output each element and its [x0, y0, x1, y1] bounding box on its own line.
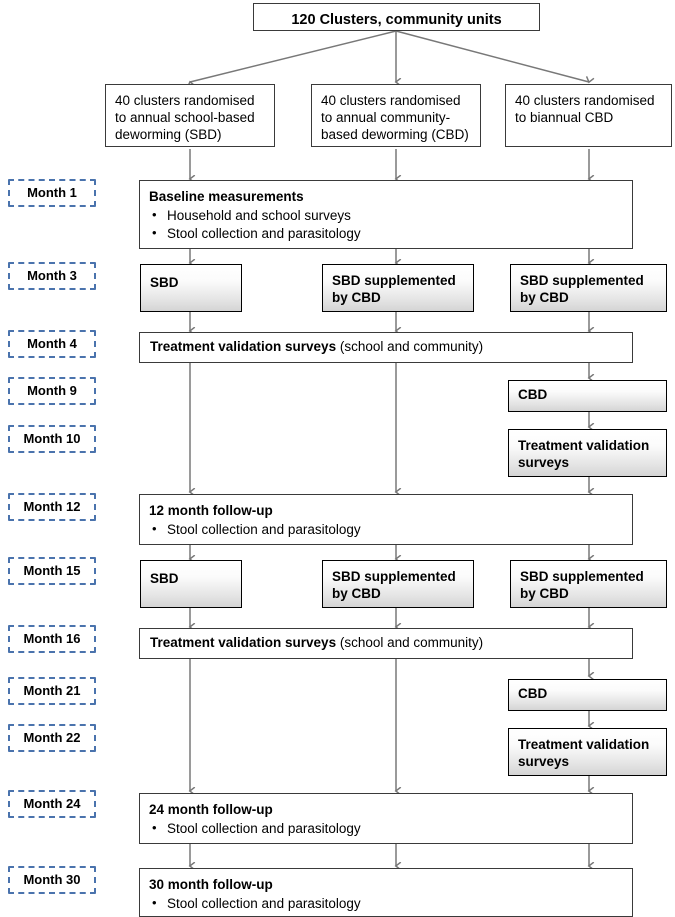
month-label: Month 24: [23, 796, 81, 811]
cbd-box-m9: CBD: [508, 380, 667, 412]
month-marker-9: Month 9: [8, 377, 96, 405]
arm-box-sbd: 40 clusters randomised to annual school-…: [105, 84, 275, 147]
month-label: Month 15: [23, 563, 81, 578]
followup-24-bullet-list: Stool collection and parasitology: [149, 819, 623, 838]
top-cluster-label: 120 Clusters, community units: [291, 12, 502, 28]
month-marker-21: Month 21: [8, 677, 96, 705]
month-marker-1: Month 1: [8, 179, 96, 207]
round1-col2-line2: by CBD: [332, 290, 381, 305]
validation-surveys-box-m16: Treatment validation surveys (school and…: [139, 628, 633, 659]
arm-box-biannual-cbd: 40 clusters randomised to biannual CBD: [505, 84, 672, 147]
arm-label-sbd: 40 clusters randomised to annual school-…: [115, 93, 255, 142]
month-label: Month 10: [23, 431, 81, 446]
round1-sbd-supplemented-cbd-box-col3: SBD supplemented by CBD: [510, 264, 667, 312]
month-label: Month 3: [27, 268, 77, 283]
validation-m10-line2: surveys: [518, 455, 570, 470]
followup-12-bullet-list: Stool collection and parasitology: [149, 520, 623, 539]
validation-m10-line1: Treatment validation: [518, 438, 650, 453]
followup-24-title: 24 month follow-up: [149, 802, 273, 817]
month-label: Month 9: [27, 383, 77, 398]
followup-30-bullet-list: Stool collection and parasitology: [149, 894, 623, 913]
round2-sbd-supplemented-cbd-box-col3: SBD supplemented by CBD: [510, 560, 667, 608]
followup-24-bullet: Stool collection and parasitology: [149, 819, 623, 838]
month-marker-15: Month 15: [8, 557, 96, 585]
round1-col3-line1: SBD supplemented: [520, 273, 644, 288]
cbd-m9-label: CBD: [518, 387, 548, 402]
round2-col2-line1: SBD supplemented: [332, 569, 456, 584]
followup-30-month-box: 30 month follow-up Stool collection and …: [139, 868, 633, 917]
arm-box-cbd: 40 clusters randomised to annual communi…: [311, 84, 481, 147]
month-marker-24: Month 24: [8, 790, 96, 818]
cbd-box-m21: CBD: [508, 679, 667, 711]
arm-label-biannual-cbd: 40 clusters randomised to biannual CBD: [515, 93, 655, 125]
month-marker-3: Month 3: [8, 262, 96, 290]
followup-12-month-box: 12 month follow-up Stool collection and …: [139, 494, 633, 545]
round2-sbd-label: SBD: [150, 571, 179, 586]
validation-m16-bold: Treatment validation surveys: [150, 635, 337, 650]
validation-m22-line2: surveys: [518, 754, 570, 769]
validation-surveys-box-m4: Treatment validation surveys (school and…: [139, 332, 633, 363]
baseline-measurements-box: Baseline measurements Household and scho…: [139, 180, 633, 249]
round2-col3-line2: by CBD: [520, 586, 569, 601]
month-label: Month 21: [23, 683, 81, 698]
month-label: Month 16: [23, 631, 81, 646]
followup-30-bullet: Stool collection and parasitology: [149, 894, 623, 913]
baseline-bullet: Stool collection and parasitology: [149, 224, 623, 243]
validation-m4-normal: (school and community): [336, 339, 484, 354]
round2-sbd-supplemented-cbd-box-col2: SBD supplemented by CBD: [322, 560, 474, 608]
round1-col2-line1: SBD supplemented: [332, 273, 456, 288]
validation-surveys-box-m10: Treatment validation surveys: [508, 429, 667, 477]
validation-surveys-box-m22: Treatment validation surveys: [508, 728, 667, 776]
month-label: Month 12: [23, 499, 81, 514]
validation-m22-line1: Treatment validation: [518, 737, 650, 752]
validation-m4-bold: Treatment validation surveys: [150, 339, 337, 354]
month-marker-16: Month 16: [8, 625, 96, 653]
month-label: Month 30: [23, 872, 81, 887]
month-marker-30: Month 30: [8, 866, 96, 894]
round1-sbd-box: SBD: [140, 264, 242, 312]
month-marker-4: Month 4: [8, 330, 96, 358]
round1-col3-line2: by CBD: [520, 290, 569, 305]
top-cluster-box: 120 Clusters, community units: [253, 3, 540, 31]
month-label: Month 1: [27, 185, 77, 200]
month-label: Month 22: [23, 730, 81, 745]
month-marker-22: Month 22: [8, 724, 96, 752]
cbd-m21-label: CBD: [518, 686, 548, 701]
round1-sbd-label: SBD: [150, 275, 179, 290]
round2-sbd-box: SBD: [140, 560, 242, 608]
baseline-bullet-list: Household and school surveys Stool colle…: [149, 206, 623, 243]
validation-m16-normal: (school and community): [336, 635, 484, 650]
followup-30-title: 30 month follow-up: [149, 877, 273, 892]
followup-24-month-box: 24 month follow-up Stool collection and …: [139, 793, 633, 844]
round2-col2-line2: by CBD: [332, 586, 381, 601]
baseline-bullet: Household and school surveys: [149, 206, 623, 225]
followup-12-title: 12 month follow-up: [149, 503, 273, 518]
round2-col3-line1: SBD supplemented: [520, 569, 644, 584]
arm-label-cbd: 40 clusters randomised to annual communi…: [321, 93, 469, 142]
month-marker-12: Month 12: [8, 493, 96, 521]
month-label: Month 4: [27, 336, 77, 351]
baseline-title: Baseline measurements: [149, 189, 304, 204]
followup-12-bullet: Stool collection and parasitology: [149, 520, 623, 539]
round1-sbd-supplemented-cbd-box-col2: SBD supplemented by CBD: [322, 264, 474, 312]
month-marker-10: Month 10: [8, 425, 96, 453]
